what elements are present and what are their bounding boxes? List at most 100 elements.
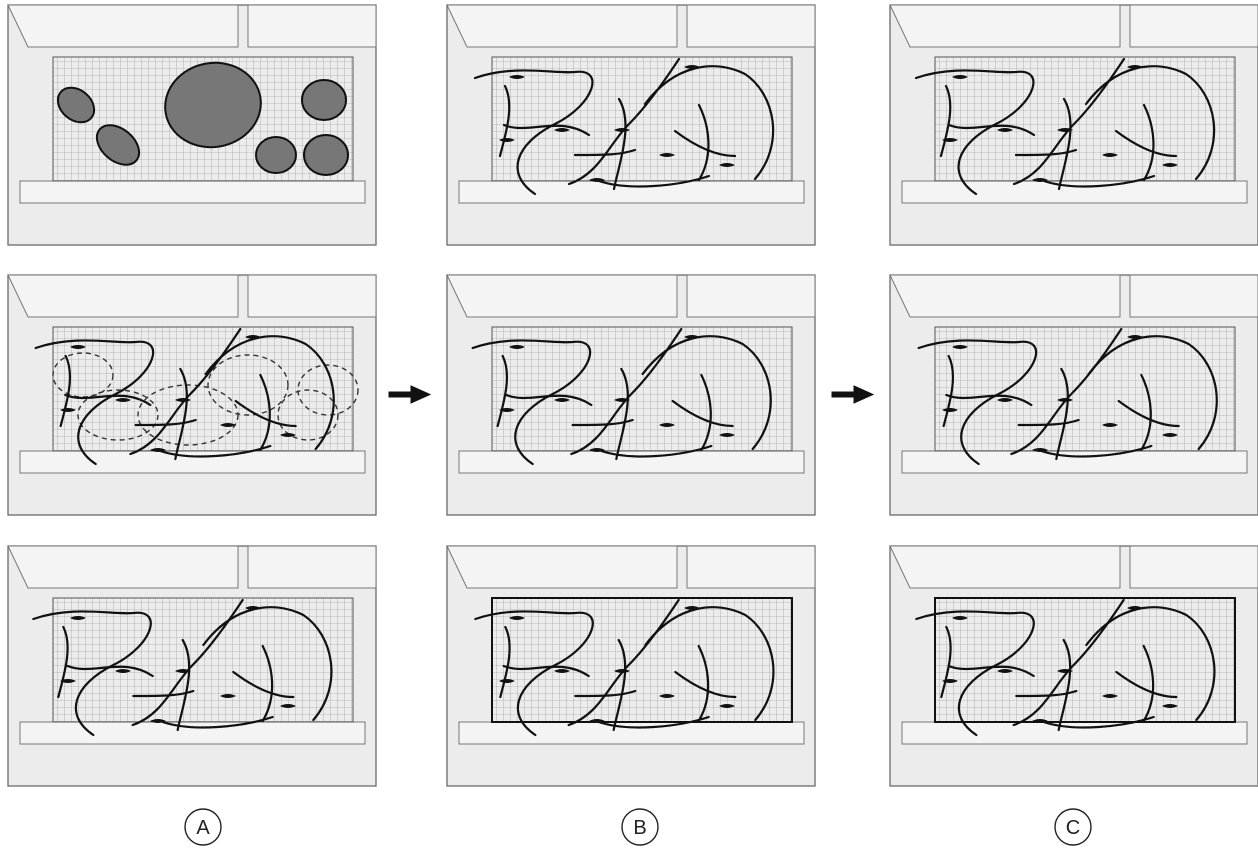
curve-line — [1015, 689, 1078, 698]
panel-wall-right — [686, 545, 816, 589]
column-label-c-text: C — [1066, 817, 1080, 839]
grid-area — [52, 597, 354, 723]
junction-node — [1127, 606, 1143, 610]
panel-bench — [458, 180, 805, 204]
curve-line — [914, 69, 1035, 196]
curve-line — [505, 393, 593, 407]
curve-line — [641, 335, 772, 451]
junction-node — [1102, 423, 1118, 427]
curve-line — [502, 664, 590, 678]
junction-node — [997, 669, 1013, 673]
junction-node — [684, 606, 700, 610]
junction-node — [942, 408, 958, 412]
junction-node — [1057, 398, 1073, 402]
curve-line — [567, 57, 681, 186]
curve-line — [615, 367, 629, 461]
curve-line — [644, 606, 775, 722]
junction-node — [509, 616, 525, 620]
junction-node — [589, 178, 605, 182]
junction-node — [1127, 65, 1143, 69]
curve-line — [571, 418, 634, 427]
junction-node — [115, 669, 131, 673]
curve-line — [1055, 367, 1069, 461]
curve-line — [1115, 670, 1178, 699]
grid-area — [52, 326, 354, 452]
hatched-blob — [56, 86, 96, 124]
panel-c-2 — [889, 274, 1258, 516]
curve-line — [939, 84, 952, 158]
curve-line — [1057, 97, 1072, 191]
grid-border — [491, 597, 793, 723]
curve-line — [573, 148, 637, 157]
junction-node — [684, 65, 700, 69]
junction-node — [60, 679, 76, 683]
curve-line — [1087, 335, 1218, 451]
curve-line — [499, 625, 511, 699]
junction-node — [499, 138, 515, 142]
curve-line — [1057, 638, 1072, 732]
curve-line — [700, 373, 712, 452]
curve-line — [498, 84, 511, 158]
panel-bench — [901, 180, 1248, 204]
panel-wall-right — [247, 4, 377, 48]
panel-bench — [458, 721, 805, 745]
panel-bench — [901, 721, 1248, 745]
curve-line — [947, 664, 1035, 678]
junction-node — [70, 345, 86, 349]
column-label-a-text: A — [196, 817, 210, 839]
curve-line — [612, 638, 627, 732]
junction-node — [952, 616, 968, 620]
junction-node — [1057, 128, 1073, 132]
panel-a-3 — [7, 545, 377, 787]
panel-wall-right — [1129, 4, 1258, 48]
junction-node — [554, 398, 570, 402]
panel-wall-left — [889, 274, 1121, 318]
junction-node — [220, 694, 236, 698]
panel-wall-left — [7, 274, 239, 318]
curve-line — [567, 598, 680, 727]
curve-line — [942, 354, 955, 428]
panel-wall-right — [686, 4, 816, 48]
curve-line — [174, 367, 188, 461]
junction-node — [280, 704, 296, 708]
curve-line — [204, 335, 335, 451]
junction-node — [1032, 178, 1048, 182]
junction-node — [1162, 163, 1178, 167]
dashed-outline — [297, 364, 359, 416]
curve-line — [134, 418, 197, 427]
junction-node — [997, 128, 1013, 132]
right-arrow-icon — [388, 385, 432, 404]
panel-b-2 — [446, 274, 816, 516]
junction-node — [952, 75, 968, 79]
curve-line — [947, 123, 1036, 137]
curve-line — [232, 670, 295, 699]
curve-line — [1085, 606, 1216, 722]
curve-line — [474, 610, 594, 737]
junction-node — [719, 433, 735, 437]
grid-area — [491, 56, 793, 182]
junction-node — [1032, 719, 1048, 723]
junction-node — [1162, 704, 1178, 708]
grid-area — [934, 326, 1236, 452]
grid-area — [934, 56, 1236, 182]
curve-line — [64, 393, 152, 407]
curve-line — [234, 399, 297, 428]
curve-line — [673, 129, 737, 158]
panel-wall-left — [446, 4, 678, 48]
dashed-outline — [207, 354, 289, 416]
curve-line — [1142, 644, 1155, 723]
panel-wall-left — [889, 545, 1121, 589]
dashed-outline — [277, 389, 339, 441]
junction-node — [509, 345, 525, 349]
junction-node — [589, 719, 605, 723]
panel-bench — [901, 450, 1248, 474]
junction-node — [175, 669, 191, 673]
curve-line — [132, 689, 195, 698]
junction-node — [659, 423, 675, 427]
panel-c-1 — [889, 4, 1258, 246]
junction-node — [245, 606, 261, 610]
junction-node — [1102, 153, 1118, 157]
junction-node — [115, 398, 131, 402]
panel-bench — [458, 450, 805, 474]
